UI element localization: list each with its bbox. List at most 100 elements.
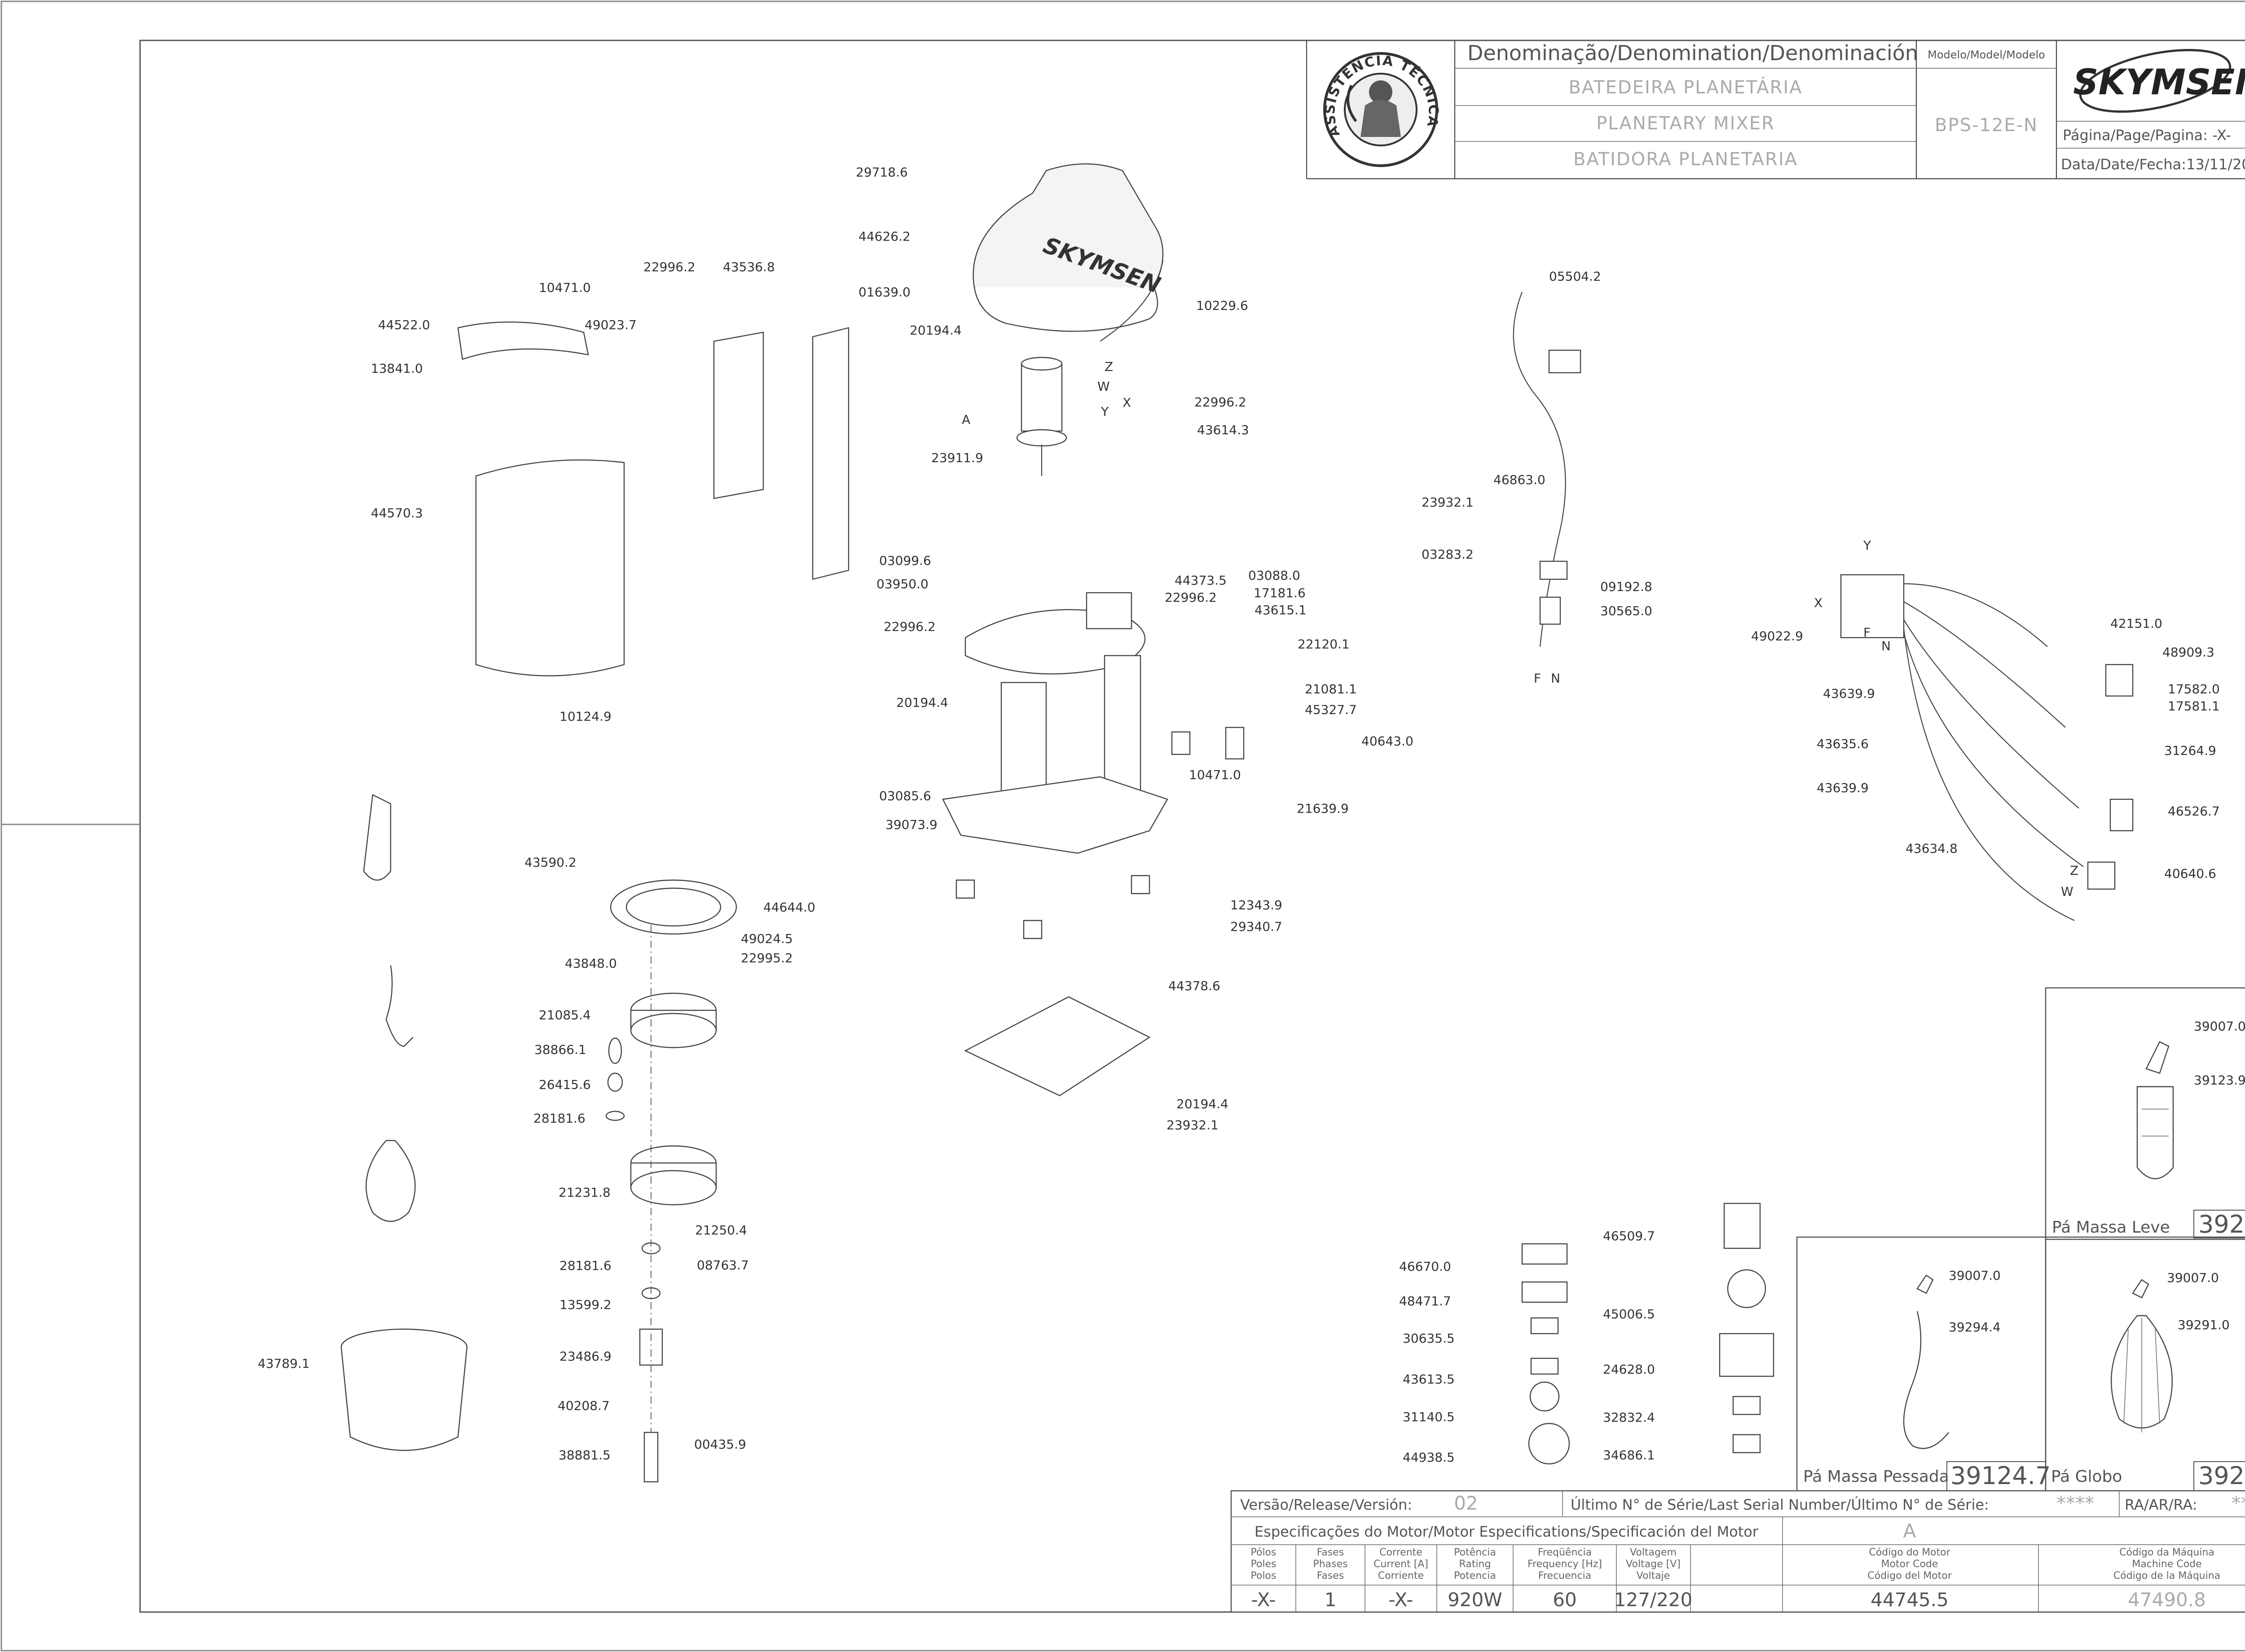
part-label: 20194.4 [1176,1097,1228,1111]
part-label: 34686.1 [1603,1448,1655,1463]
part-label: 03950.0 [876,577,929,591]
part-label: 24628.0 [1603,1362,1655,1377]
svg-text:SKYMSEN: SKYMSEN [2073,62,2245,103]
part-label: 29718.6 [856,165,908,180]
part-label: 03085.6 [879,789,931,803]
part-label: 43635.6 [1817,736,1869,751]
part-label: 48909.3 [2162,645,2214,660]
svg-text:Corriente: Corriente [1378,1570,1424,1582]
bowl-drawing [340,1328,468,1451]
part-label: 21231.8 [559,1185,611,1200]
part-label: 08763.7 [697,1258,749,1273]
svg-text:44745.5: 44745.5 [1871,1589,1949,1611]
part-label: 38881.5 [559,1448,611,1463]
svg-text:Machine Code: Machine Code [2132,1559,2201,1570]
part-label: 46509.7 [1603,1229,1655,1243]
part-label: 10124.9 [559,709,612,724]
svg-text:Frecuencia: Frecuencia [1538,1570,1591,1582]
svg-text:Fases: Fases [1317,1570,1344,1582]
part-label: 22996.2 [1165,590,1217,605]
svg-text:Voltagem: Voltagem [1630,1547,1677,1558]
part-label: 39073.9 [885,817,938,832]
part-label: X [1122,395,1131,410]
part-label: 22996.2 [884,619,936,634]
part-label: 05504.2 [1549,269,1601,284]
part-label: W [1097,379,1110,394]
model-value: BPS-12E-N [1935,115,2038,136]
svg-text:39124.7: 39124.7 [1950,1462,2051,1490]
part-label: 42151.0 [2110,616,2162,631]
part-label: 31264.9 [2164,743,2216,758]
part-label: 45327.7 [1305,702,1357,717]
skymsen-logo: SKYMSEN [2073,48,2245,113]
svg-text:39007.0: 39007.0 [1949,1268,2001,1283]
part-label: 49024.5 [741,931,793,946]
part-label: 40208.7 [558,1398,610,1413]
part-label: 43789.1 [258,1356,310,1371]
svg-text:1: 1 [1325,1589,1337,1611]
part-label: 03099.6 [879,553,931,568]
svg-text:127/220: 127/220 [1614,1589,1692,1611]
part-label: 01639.0 [858,285,911,300]
svg-text:Potência: Potência [1454,1547,1496,1558]
part-label: Y [1863,538,1871,553]
svg-text:Potencia: Potencia [1454,1570,1496,1582]
part-label: 22996.2 [643,260,696,274]
part-label: 28181.6 [533,1111,585,1126]
accessory-kits: 39007.0 39123.9 Pá Massa Leve 39293.6 39… [1796,987,2245,1492]
svg-text:Fases: Fases [1317,1547,1344,1558]
svg-text:-X-: -X- [1389,1589,1413,1611]
specification-block: Versão/Release/Versión: 02 Último N° de … [1230,1490,2245,1613]
part-label: 43848.0 [565,956,617,971]
part-label: 29340.7 [1230,919,1282,934]
svg-text:-X-: -X- [1251,1589,1276,1611]
side-panels-drawing [457,321,850,677]
gearbox-stack-drawing [605,879,737,1483]
part-label: 43639.9 [1817,780,1869,795]
page-label: Página/Page/Pagina: -X- [2063,127,2231,144]
part-label: Z [1105,359,1113,374]
svg-text:Corrente: Corrente [1379,1547,1422,1558]
part-label: 45006.5 [1603,1307,1655,1322]
part-label: 32832.4 [1603,1410,1655,1425]
model-header: Modelo/Model/Modelo [1928,48,2045,61]
part-label: 44373.5 [1175,573,1227,588]
part-label: 30565.0 [1600,604,1652,618]
svg-text:39293.6: 39293.6 [2198,1210,2245,1238]
part-label: 44522.0 [378,317,430,332]
part-label: 03088.0 [1248,568,1300,583]
part-label: 03283.2 [1422,547,1474,562]
motor-columns: Pólos Poles Polos -X- Fases Phases Fases… [1250,1547,2220,1611]
part-label: 30635.5 [1403,1331,1455,1346]
part-label: 40643.0 [1361,734,1413,749]
part-label: 44644.0 [763,900,815,915]
part-label: 46863.0 [1493,472,1545,487]
svg-text:Voltage [V]: Voltage [V] [1626,1559,1681,1570]
warning-labels-drawing [1521,1203,1774,1465]
part-label: 23486.9 [559,1349,612,1364]
agitator-tools-drawing [363,794,416,1222]
kit-heavy-dough: 39007.0 39294.4 Pá Massa Pessada 39124.7 [1803,1268,2051,1490]
part-label: W [2061,884,2073,899]
part-label: X [1814,595,1822,610]
part-label: 00435.9 [694,1437,746,1452]
part-label: 43536.8 [723,260,775,274]
part-label: Z [2070,863,2078,878]
part-label: 43590.2 [524,855,577,870]
part-label: 20194.4 [896,695,948,710]
svg-text:60: 60 [1553,1589,1576,1611]
part-label: 21081.1 [1305,682,1357,696]
part-label: 13599.2 [559,1297,612,1312]
svg-text:Frequency [Hz]: Frequency [Hz] [1527,1559,1602,1570]
svg-text:Pá Massa Pessada: Pá Massa Pessada [1803,1467,1949,1486]
part-label: 44626.2 [858,229,911,244]
product-name-pt: BATEDEIRA PLANETÁRIA [1568,76,1802,98]
drawing-border [139,40,2245,1613]
motor-spec-label: Especificações do Motor/Motor Especifica… [1255,1523,1759,1540]
svg-text:Pá Massa Leve: Pá Massa Leve [2052,1218,2170,1237]
part-label: 09192.8 [1600,579,1652,594]
base-plate-drawing [964,996,1151,1097]
svg-text:Phases: Phases [1313,1559,1347,1570]
part-label: 43615.1 [1255,603,1307,617]
